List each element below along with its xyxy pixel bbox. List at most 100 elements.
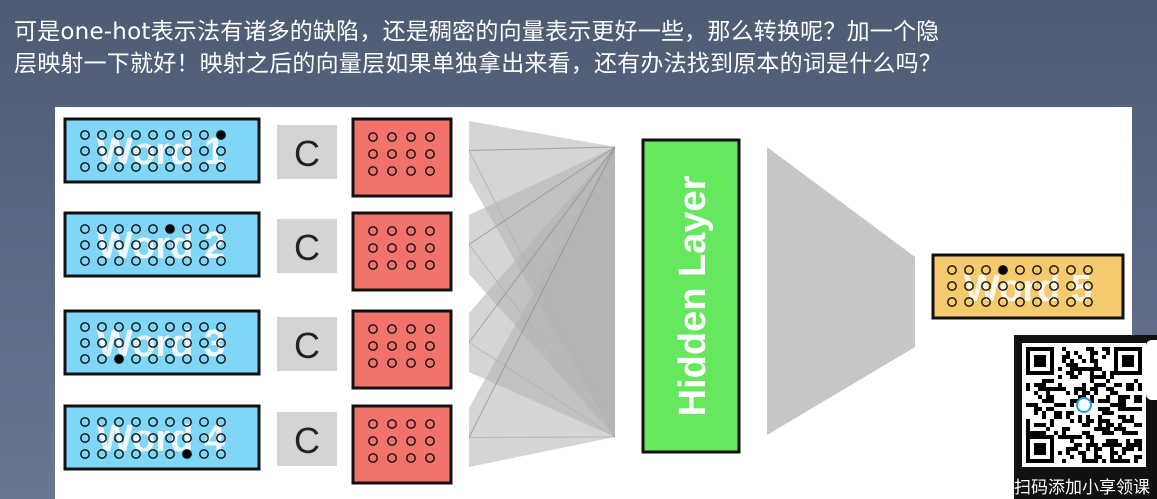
one-hot-unit — [97, 417, 107, 427]
c-box — [277, 412, 337, 466]
output-unit — [1049, 265, 1059, 275]
one-hot-unit — [131, 354, 141, 364]
one-hot-unit — [114, 449, 124, 459]
projection-vector-4 — [351, 404, 453, 485]
one-hot-unit — [80, 354, 90, 364]
c-box — [277, 317, 337, 371]
dense-unit — [425, 358, 435, 368]
one-hot-unit — [114, 433, 124, 443]
one-hot-unit — [80, 433, 90, 443]
one-hot-unit — [148, 162, 158, 172]
output-unit — [1015, 265, 1025, 275]
one-hot-unit — [97, 240, 107, 250]
one-hot-unit — [216, 146, 226, 156]
input-word-2: Word 2 — [63, 211, 261, 278]
one-hot-unit — [97, 162, 107, 172]
one-hot-unit — [199, 417, 209, 427]
output-unit — [1083, 281, 1093, 291]
embedding-matrix-c-1: C — [277, 125, 337, 179]
one-hot-unit — [148, 130, 158, 140]
qr-widget: 扫码添加小享领课 — [1014, 335, 1157, 499]
c-box — [277, 125, 337, 179]
caption-line-1: 可是one-hot表示法有诸多的缺陷，还是稠密的向量表示更好一些，那么转换呢？加… — [14, 19, 940, 45]
one-hot-unit — [165, 322, 175, 332]
one-hot-unit — [148, 256, 158, 266]
input-word-4: Word 4 — [63, 404, 261, 471]
one-hot-unit — [114, 130, 124, 140]
one-hot-unit — [216, 162, 226, 172]
projection-vector-1 — [351, 117, 453, 198]
one-hot-unit — [199, 162, 209, 172]
dense-unit — [368, 132, 378, 142]
dense-unit — [425, 453, 435, 463]
one-hot-unit — [165, 162, 175, 172]
dense-unit — [425, 226, 435, 236]
one-hot-unit — [182, 240, 192, 250]
one-hot-unit — [165, 240, 175, 250]
input-word-label: Word 4 — [97, 418, 225, 460]
dense-unit — [368, 453, 378, 463]
qr-center-logo — [1076, 397, 1092, 413]
one-hot-unit — [182, 417, 192, 427]
output-unit — [998, 297, 1008, 307]
one-hot-unit — [216, 224, 226, 234]
hidden-layer-box — [641, 138, 741, 454]
embedding-matrix-c-2: C — [277, 219, 337, 273]
dense-unit — [425, 166, 435, 176]
projection-vector-3 — [351, 309, 453, 390]
dense-unit — [387, 260, 397, 270]
one-hot-unit — [216, 449, 226, 459]
one-hot-unit — [80, 338, 90, 348]
one-hot-unit — [148, 146, 158, 156]
one-hot-unit — [131, 417, 141, 427]
projection-box — [351, 404, 453, 485]
output-unit — [981, 265, 991, 275]
output-unit — [1015, 281, 1025, 291]
one-hot-unit — [199, 240, 209, 250]
dense-unit — [406, 132, 416, 142]
one-hot-unit — [131, 256, 141, 266]
qr-code — [1022, 343, 1146, 467]
one-hot-unit — [199, 433, 209, 443]
dense-unit — [406, 453, 416, 463]
one-hot-unit — [199, 130, 209, 140]
output-unit — [1049, 281, 1059, 291]
one-hot-unit — [216, 240, 226, 250]
dense-unit — [387, 324, 397, 334]
output-unit — [964, 281, 974, 291]
one-hot-unit — [80, 322, 90, 332]
one-hot-unit — [182, 322, 192, 332]
one-hot-unit — [199, 354, 209, 364]
dense-unit — [406, 226, 416, 236]
one-hot-unit — [97, 146, 107, 156]
input-word-label: Word 2 — [97, 225, 225, 267]
dense-unit — [387, 149, 397, 159]
dense-unit — [406, 260, 416, 270]
output-unit — [1032, 265, 1042, 275]
one-hot-unit — [97, 338, 107, 348]
dense-unit — [368, 149, 378, 159]
c-label: C — [294, 227, 320, 268]
one-hot-unit — [131, 162, 141, 172]
one-hot-unit — [80, 130, 90, 140]
qr-caption: 扫码添加小享领课 — [1014, 478, 1150, 498]
output-word: Word 5 — [931, 253, 1125, 320]
one-hot-unit — [182, 338, 192, 348]
dense-unit — [425, 436, 435, 446]
one-hot-unit — [148, 433, 158, 443]
output-unit — [1049, 297, 1059, 307]
one-hot-unit — [165, 224, 175, 234]
c-box — [277, 219, 337, 273]
one-hot-unit — [114, 338, 124, 348]
dense-unit — [406, 149, 416, 159]
dense-unit — [368, 243, 378, 253]
one-hot-unit — [114, 240, 124, 250]
one-hot-unit — [165, 449, 175, 459]
dense-unit — [425, 132, 435, 142]
one-hot-unit — [80, 162, 90, 172]
dense-unit — [387, 419, 397, 429]
input-vector-box — [63, 404, 261, 471]
one-hot-unit — [80, 240, 90, 250]
output-unit — [1066, 265, 1076, 275]
